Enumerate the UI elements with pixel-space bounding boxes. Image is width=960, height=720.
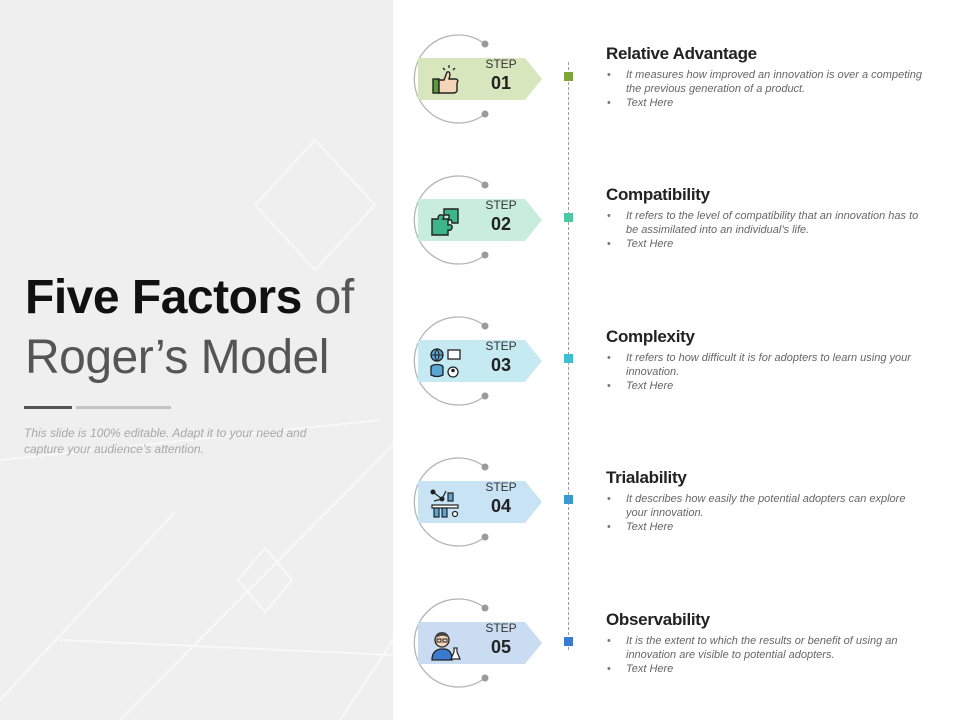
- step-2: STEP 02: [410, 173, 550, 267]
- step-number: 01: [490, 73, 512, 93]
- timeline-marker: [564, 637, 573, 646]
- bullet: It is the extent to which the results or…: [606, 634, 926, 662]
- factor-4: Trialability It describes how easily the…: [606, 467, 926, 534]
- step-ring: [413, 316, 489, 406]
- factor-1: Relative Advantage It measures how impro…: [606, 43, 926, 110]
- factor-title: Trialability: [606, 468, 687, 487]
- timeline-marker: [564, 213, 573, 222]
- timeline-marker: [564, 72, 573, 81]
- bullet: Text Here: [606, 379, 926, 393]
- step-label: STEP: [485, 198, 517, 212]
- step-ring: [413, 457, 489, 547]
- step-4: STEP 04: [410, 455, 550, 549]
- step-ring: [413, 175, 489, 265]
- bullet: Text Here: [606, 96, 926, 110]
- step-ring: [413, 34, 489, 124]
- bullet: Text Here: [606, 520, 926, 534]
- step-label: STEP: [485, 339, 517, 353]
- bullet: It measures how improved an innovation i…: [606, 68, 926, 96]
- step-ring: [413, 598, 489, 688]
- factor-bullets: It measures how improved an innovation i…: [606, 68, 926, 110]
- step-label: STEP: [485, 57, 517, 71]
- step-number: 04: [490, 496, 512, 516]
- factor-bullets: It is the extent to which the results or…: [606, 634, 926, 676]
- step-5: STEP 05: [410, 596, 550, 690]
- bullet: Text Here: [606, 237, 926, 251]
- factor-title: Relative Advantage: [606, 44, 757, 63]
- bullet: It refers to the level of compatibility …: [606, 209, 926, 237]
- timeline-marker: [564, 354, 573, 363]
- step-number: 05: [490, 637, 512, 657]
- step-arrow: [418, 481, 542, 523]
- step-3: STEP 03: [410, 314, 550, 408]
- scientist-icon: [431, 632, 461, 661]
- timeline-marker: [564, 495, 573, 504]
- step-label: STEP: [485, 480, 517, 494]
- factor-title: Compatibility: [606, 185, 710, 204]
- subtitle-text: This slide is 100% editable. Adapt it to…: [24, 426, 307, 456]
- bullet: It describes how easily the potential ad…: [606, 492, 926, 520]
- title-underline-light: [76, 406, 171, 409]
- factor-bullets: It describes how easily the potential ad…: [606, 492, 926, 534]
- thumbs-up-hand-icon: [432, 65, 459, 94]
- factor-title: Observability: [606, 610, 710, 629]
- puzzle-pieces-icon: [431, 208, 459, 236]
- factor-2: Compatibility It refers to the level of …: [606, 184, 926, 251]
- lab-equipment-icon: [430, 489, 459, 518]
- bullet: Text Here: [606, 662, 926, 676]
- bullet: It refers to how difficult it is for ado…: [606, 351, 926, 379]
- step-number: 03: [490, 355, 512, 375]
- factor-5: Observability It is the extent to which …: [606, 609, 926, 676]
- step-label: STEP: [485, 621, 517, 635]
- factor-title: Complexity: [606, 327, 695, 346]
- background-decoration: [0, 138, 393, 720]
- title-underline-dark: [24, 406, 72, 409]
- step-number: 02: [490, 214, 512, 234]
- step-1: STEP 01: [410, 32, 550, 126]
- factor-3: Complexity It refers to how difficult it…: [606, 326, 926, 393]
- factor-bullets: It refers to the level of compatibility …: [606, 209, 926, 251]
- network-database-icon: [430, 348, 461, 378]
- factor-bullets: It refers to how difficult it is for ado…: [606, 351, 926, 393]
